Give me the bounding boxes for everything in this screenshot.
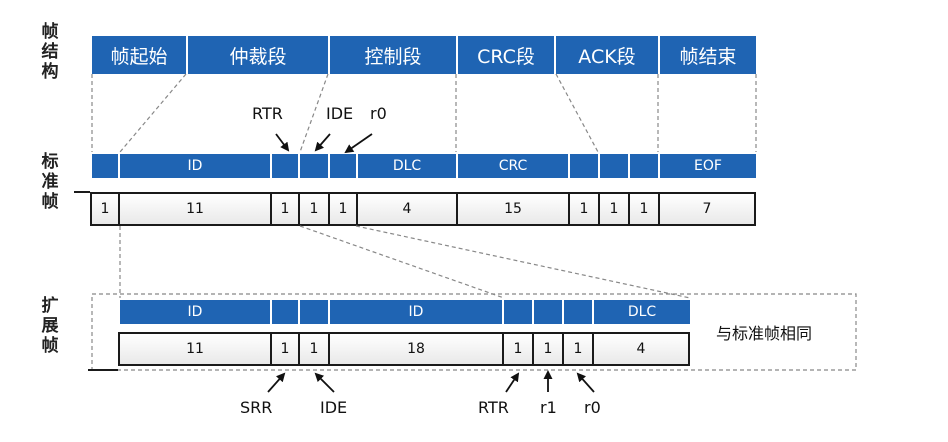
- std-field-sof: [92, 154, 118, 178]
- side-label-extended-frame: 扩 展 帧: [38, 296, 62, 356]
- ext-field-srr: [272, 300, 298, 324]
- std-bits-rtr: 1: [270, 192, 300, 226]
- ext-bits-id-base: 11: [118, 332, 272, 366]
- label-ide-bottom: IDE: [320, 398, 348, 417]
- label-r1: r1: [540, 398, 557, 417]
- ext-bits-srr: 1: [270, 332, 300, 366]
- ext-field-r0: [564, 300, 592, 324]
- label-srr: SRR: [240, 398, 273, 417]
- ext-field-dlc: DLC: [594, 300, 690, 324]
- std-bits-ide: 1: [298, 192, 330, 226]
- label-r0-bottom: r0: [584, 398, 601, 417]
- std-bits-sof: 1: [90, 192, 120, 226]
- std-bits-ack-delim: 1: [628, 192, 660, 226]
- ext-bits-r0: 1: [562, 332, 594, 366]
- ext-bits-dlc: 4: [592, 332, 690, 366]
- side-char: 展: [41, 316, 59, 336]
- std-bits-ack: 1: [598, 192, 630, 226]
- std-field-ide: [300, 154, 328, 178]
- std-bits-crc: 15: [456, 192, 570, 226]
- std-bits-id: 11: [118, 192, 272, 226]
- label-ide-top: IDE: [326, 104, 354, 123]
- ext-bits-r1: 1: [532, 332, 564, 366]
- ext-field-r1: [534, 300, 562, 324]
- side-char: 标: [41, 152, 59, 172]
- segment-control: 控制段: [330, 36, 456, 74]
- ext-bits-ide: 1: [298, 332, 330, 366]
- side-char: 帧: [41, 336, 59, 356]
- same-as-standard-note: 与标准帧相同: [716, 324, 813, 343]
- side-label-frame-structure: 帧 结 构: [38, 22, 62, 82]
- std-field-id: ID: [120, 154, 270, 178]
- std-field-crc-delim: [570, 154, 598, 178]
- std-field-dlc: DLC: [358, 154, 456, 178]
- std-bits-eof: 7: [658, 192, 756, 226]
- label-rtr-top: RTR: [252, 104, 283, 123]
- ext-field-id-base: ID: [120, 300, 270, 324]
- std-field-crc: CRC: [458, 154, 568, 178]
- side-char: 帧: [41, 22, 59, 42]
- std-bits-dlc: 4: [356, 192, 458, 226]
- ext-bits-rtr: 1: [502, 332, 534, 366]
- segment-crc: CRC段: [458, 36, 554, 74]
- side-char: 帧: [41, 192, 59, 212]
- side-char: 准: [41, 172, 59, 192]
- ext-bits-id-ext: 18: [328, 332, 504, 366]
- ext-field-rtr: [504, 300, 532, 324]
- std-field-r0: [330, 154, 356, 178]
- side-char: 结: [41, 42, 59, 62]
- segment-eof: 帧结束: [660, 36, 756, 74]
- side-char: 扩: [41, 296, 59, 316]
- std-field-rtr: [272, 154, 298, 178]
- std-bits-r0: 1: [328, 192, 358, 226]
- segment-ack: ACK段: [556, 36, 658, 74]
- label-r0-top: r0: [370, 104, 387, 123]
- side-char: 构: [41, 62, 59, 82]
- std-field-eof: EOF: [660, 154, 756, 178]
- label-rtr-bottom: RTR: [478, 398, 509, 417]
- segment-arbitration: 仲裁段: [188, 36, 328, 74]
- side-label-standard-frame: 标 准 帧: [38, 152, 62, 212]
- std-field-ack: [600, 154, 628, 178]
- ext-field-ide: [300, 300, 328, 324]
- std-bits-crc-delim: 1: [568, 192, 600, 226]
- std-field-ack-delim: [630, 154, 658, 178]
- ext-field-id-ext: ID: [330, 300, 502, 324]
- segment-sof: 帧起始: [92, 36, 186, 74]
